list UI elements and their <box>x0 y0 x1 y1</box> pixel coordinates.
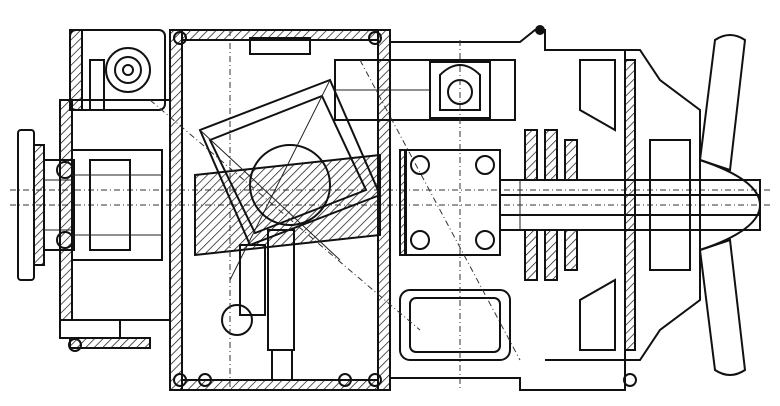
connecting-rod <box>221 229 295 381</box>
lower-port <box>399 289 511 361</box>
fan-blade <box>698 34 762 376</box>
construction-lines <box>149 30 521 390</box>
bolts <box>173 25 637 387</box>
clutch-pack <box>524 129 578 281</box>
piston-cylinder <box>334 59 516 121</box>
worm-gear-box <box>69 29 166 111</box>
mounting-bracket <box>59 319 151 352</box>
swash-plate <box>194 78 382 281</box>
main-bearings <box>399 149 501 256</box>
